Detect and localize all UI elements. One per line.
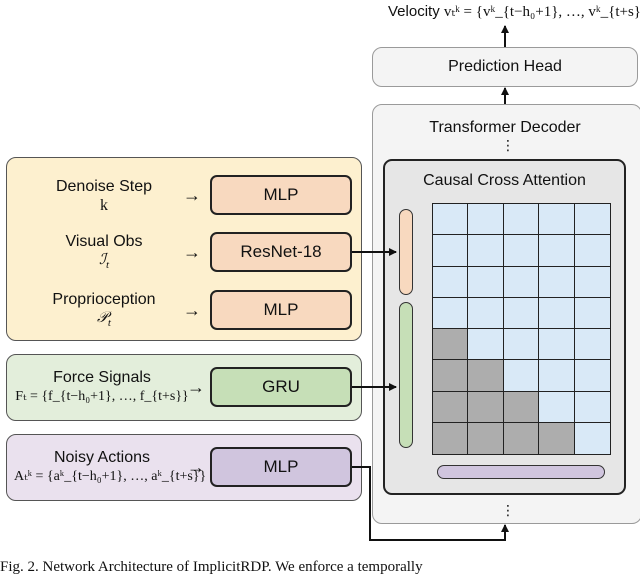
noisy-mlp-module: MLP [210, 447, 352, 487]
decoder-ellipsis-bottom: ⋮ [501, 502, 515, 518]
attention-cell [432, 265, 469, 299]
attention-cell [538, 203, 576, 236]
attention-cell [432, 203, 469, 236]
attention-cell [432, 234, 469, 268]
visual-obs-label: Visual Obs ℐt [26, 232, 182, 275]
causal-cross-attention-title: Causal Cross Attention [423, 172, 586, 189]
attention-cell [538, 328, 576, 361]
denoise-mlp-label: MLP [263, 185, 299, 204]
attention-mask-grid [432, 203, 611, 455]
denoise-mlp-module: MLP [210, 175, 352, 215]
gru-label: GRU [262, 377, 300, 396]
attention-cell [467, 390, 505, 424]
condition-token-bar [399, 209, 413, 295]
velocity-output-label: Velocity vₜᵏ = {vᵏ_{t−h₀+1}, …, vᵏ_{t+s}… [388, 2, 640, 21]
force-signals-label: Force Signals Fₜ = {f_{t−h₀+1}, …, f_{t+… [14, 368, 190, 406]
decoder-ellipsis-top: ⋮ [501, 137, 515, 153]
attention-cell [467, 203, 505, 236]
proprio-arrow-icon: → [183, 300, 201, 320]
attention-cell [573, 421, 611, 455]
force-token-bar [399, 302, 413, 448]
attention-cell [538, 390, 576, 424]
noisy-actions-formula: Aₜᵏ = {aᵏ_{t−h₀+1}, …, aᵏ_{t+s}} [14, 469, 207, 484]
proprio-mlp-module: MLP [210, 290, 352, 330]
velocity-formula: vₜᵏ = {vᵏ_{t−h₀+1}, …, vᵏ_{t+s}} [443, 4, 640, 20]
proprioception-symbol-sub: t [107, 317, 111, 329]
visual-obs-symbol-sub: t [105, 259, 110, 271]
force-signals-formula: Fₜ = {f_{t−h₀+1}, …, f_{t+s}} [15, 389, 189, 404]
attention-cell [573, 328, 611, 361]
attention-cell [502, 203, 540, 236]
attention-cell [573, 359, 611, 393]
denoise-arrow-icon: → [183, 185, 201, 205]
prediction-head: Prediction Head [372, 47, 638, 87]
attention-cell [573, 390, 611, 424]
attention-cell [467, 421, 505, 455]
denoise-step-name: Denoise Step [55, 178, 153, 195]
force-signals-name: Force Signals [53, 369, 151, 386]
attention-cell [467, 328, 505, 361]
proprioception-name: Proprioception [52, 291, 156, 308]
transformer-decoder-title: Transformer Decoder [429, 119, 581, 136]
attention-cell [538, 421, 576, 455]
visual-arrow-icon: → [183, 242, 201, 262]
denoise-step-label: Denoise Step k [26, 177, 182, 215]
resnet-18-module: ResNet-18 [210, 232, 352, 272]
visual-obs-symbol: ℐt [26, 251, 182, 275]
proprio-mlp-label: MLP [263, 300, 299, 319]
attention-cell [573, 296, 611, 330]
attention-cell [432, 328, 469, 361]
noisy-mlp-label: MLP [263, 457, 299, 476]
proprioception-symbol: 𝒫t [26, 309, 182, 333]
prediction-head-label: Prediction Head [448, 58, 562, 75]
force-arrow-icon: → [187, 377, 205, 397]
denoise-step-symbol: k [100, 197, 108, 214]
noisy-to-decoder-path [352, 466, 509, 541]
gru-module: GRU [210, 367, 352, 407]
noisy-arrow-icon: → [187, 457, 205, 477]
proprioception-symbol-letter: 𝒫 [97, 310, 108, 326]
attention-cell [573, 203, 611, 236]
noisy-actions-label: Noisy Actions Aₜᵏ = {aᵏ_{t−h₀+1}, …, aᵏ_… [14, 448, 207, 486]
noisy-actions-name: Noisy Actions [53, 449, 151, 466]
resnet-18-label: ResNet-18 [240, 242, 322, 261]
visual-obs-name: Visual Obs [65, 233, 143, 250]
figure-caption: Fig. 2. Network Architecture of Implicit… [0, 560, 423, 574]
velocity-label-text: Velocity [388, 3, 444, 20]
proprioception-label: Proprioception 𝒫t [26, 290, 182, 333]
attention-cell [432, 421, 469, 455]
noisy-action-token-bar [437, 465, 605, 479]
visual-obs-symbol-letter: ℐ [98, 252, 106, 268]
